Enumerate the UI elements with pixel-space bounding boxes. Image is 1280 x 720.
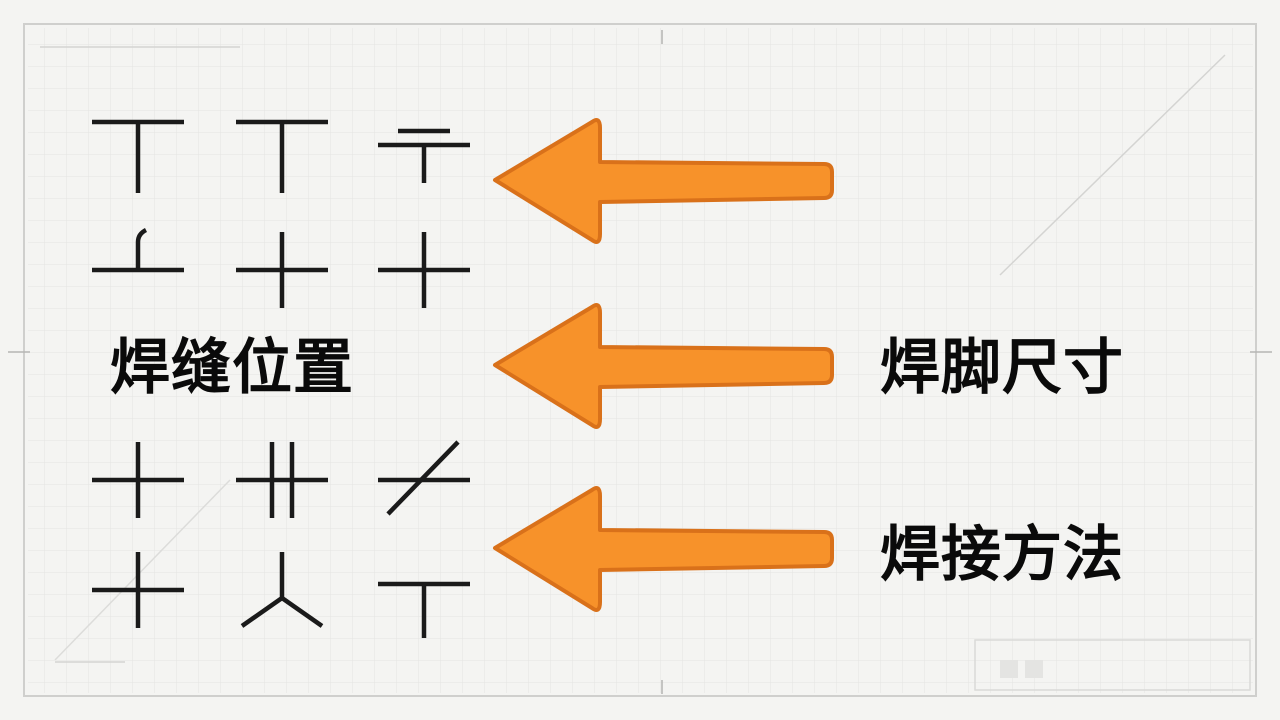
weld-symbol-r2c1 <box>92 227 184 273</box>
weld-symbol-r1c1 <box>92 119 184 193</box>
title-block-cell <box>1025 660 1043 678</box>
faint-diagonal-right <box>999 54 1226 276</box>
symbol-stroke <box>240 596 284 628</box>
symbol-stroke <box>386 440 460 516</box>
weld-symbol-r3c3 <box>378 440 470 516</box>
weld-symbol-r1c3 <box>378 128 470 183</box>
weld-symbol-r4c1 <box>92 552 184 628</box>
symbol-stroke <box>135 227 148 270</box>
arrow-to-symbols <box>493 118 834 244</box>
leg-size-label: 焊脚尺寸 <box>880 333 1124 403</box>
weld-position-label: 焊缝位置 <box>110 333 354 403</box>
weld-symbol-r4c3 <box>378 581 470 638</box>
weld-method-label: 焊接方法 <box>880 520 1124 590</box>
arrow-from-weld-method <box>493 486 834 612</box>
title-block-cell <box>1000 660 1018 678</box>
symbol-stroke <box>280 596 324 628</box>
sheet-frame <box>23 23 1257 697</box>
weld-symbol-r3c1 <box>92 442 184 518</box>
weld-symbol-r3c2 <box>236 442 328 518</box>
weld-symbol-r1c2 <box>236 119 328 193</box>
title-block <box>974 639 1251 691</box>
weld-symbol-r2c2 <box>236 232 328 308</box>
arrow-from-leg-size <box>493 303 834 429</box>
faint-diagonal-left <box>54 479 231 661</box>
weld-symbol-r2c3 <box>378 232 470 308</box>
weld-symbol-r4c2 <box>240 552 324 628</box>
